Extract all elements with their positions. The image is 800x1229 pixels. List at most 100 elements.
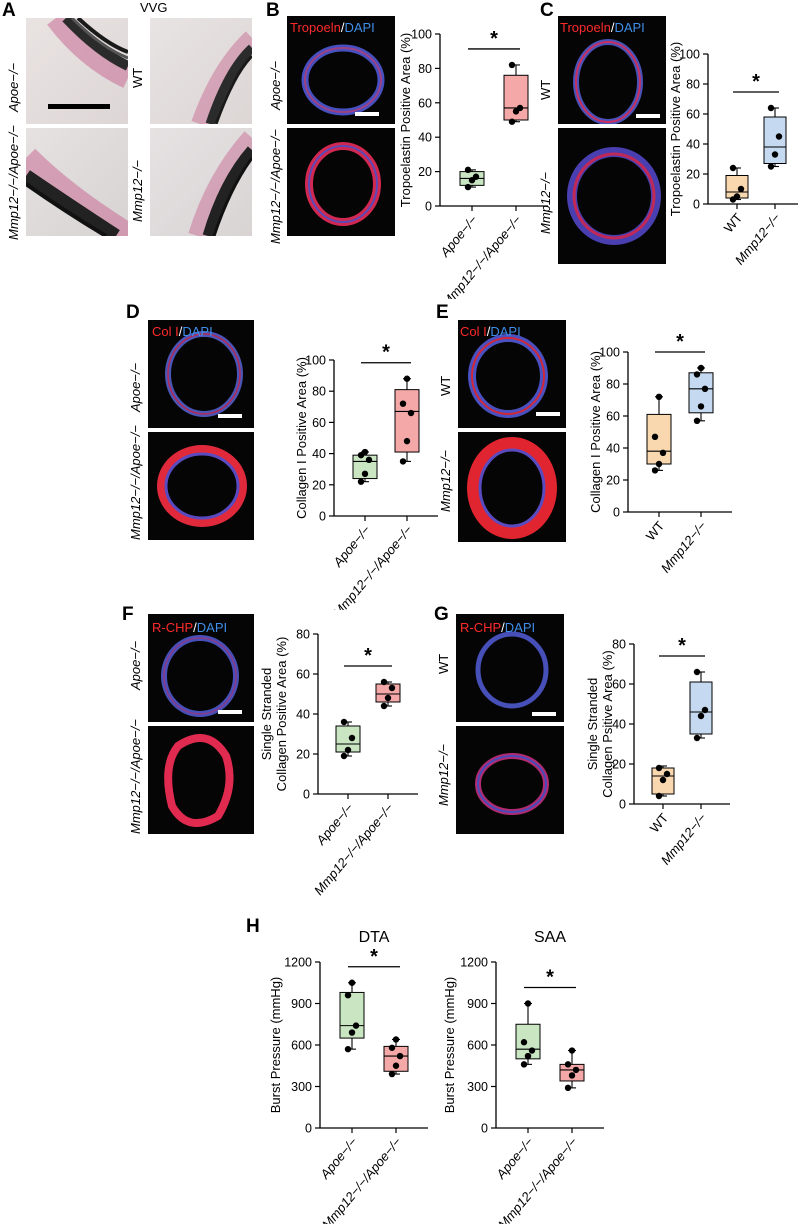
x-category-label: Apoe−/−	[330, 522, 374, 570]
vvg-image-double	[26, 128, 128, 236]
data-point	[516, 104, 524, 112]
data-point	[357, 478, 365, 485]
data-point	[520, 1061, 528, 1068]
micro-label-g-2: Mmp12−/−	[436, 743, 451, 806]
y-tick-label: 100	[679, 48, 700, 62]
stain-label-b: Tropoeln/DAPI	[290, 20, 375, 35]
micro-f-bottom	[148, 726, 254, 834]
micro-c-top	[558, 16, 666, 124]
data-point	[403, 437, 411, 445]
y-tick-label: 1200	[284, 956, 312, 970]
data-point	[348, 1029, 356, 1036]
box	[646, 413, 672, 465]
micro-label-f-1: Apoe−/−	[128, 640, 143, 690]
box	[689, 681, 713, 735]
y-tick-label: 60	[296, 668, 310, 682]
micro-label-d-2: Mmp12−/−/Apoe−/−	[128, 425, 143, 540]
significance-star: *	[752, 71, 760, 93]
panel-letter-h: H	[246, 916, 260, 937]
y-tick-label: 80	[312, 385, 326, 399]
y-axis-label: Collagen I Positive Area (%)	[588, 351, 603, 513]
micro-label-c-1: WT	[538, 79, 553, 100]
scale-bar	[532, 712, 556, 716]
y-tick-label: 40	[296, 708, 310, 722]
data-point	[388, 684, 396, 692]
chart-b: Tropoelastin Positive Area (%)0204060801…	[398, 28, 548, 299]
chart-d: Collagen I Positive Area (%)020406080100…	[294, 342, 438, 610]
data-point	[464, 166, 472, 174]
data-point	[697, 364, 705, 372]
y-tick-label: 0	[613, 506, 620, 520]
y-tick-label: 80	[686, 78, 700, 92]
y-tick-label: 0	[303, 788, 310, 802]
scale-bar	[636, 114, 660, 118]
data-point	[508, 118, 516, 125]
data-point	[771, 151, 779, 158]
data-point	[392, 1036, 400, 1043]
y-axis-label: Collagen Psitive Area (%)	[600, 650, 615, 797]
significance-star: *	[382, 342, 390, 364]
data-point	[388, 1044, 396, 1051]
y-axis-label: Single Stranded	[259, 668, 274, 761]
x-category-label: WT	[647, 810, 672, 835]
data-point	[361, 448, 369, 456]
micro-label-f-2: Mmp12−/−/Apoe−/−	[128, 719, 143, 834]
y-tick-label: 20	[606, 474, 620, 488]
scale-bar	[218, 710, 242, 714]
significance-star: *	[364, 645, 372, 667]
micro-f-top	[148, 614, 254, 722]
data-point	[472, 173, 480, 180]
vvg-title: VVG	[140, 0, 168, 15]
data-point	[399, 400, 407, 407]
micro-e-bottom	[458, 432, 566, 542]
x-category-label: Mmp12−/−/Apoe−/−	[319, 1134, 405, 1224]
y-tick-label: 40	[606, 442, 620, 456]
label-mmp12: Mmp12−/−	[130, 159, 145, 222]
data-point	[693, 371, 701, 378]
data-point	[701, 706, 709, 714]
panel-letter-d: D	[126, 302, 140, 323]
y-tick-label: 60	[418, 96, 432, 110]
data-point	[340, 718, 348, 726]
y-tick-label: 40	[418, 131, 432, 145]
significance-star: *	[546, 967, 554, 989]
stain-label-e: Col I/DAPI	[460, 324, 521, 339]
data-point	[348, 734, 356, 742]
data-point	[524, 1000, 532, 1007]
y-axis-label: Burst Pressure (mmHg)	[268, 977, 283, 1114]
x-category-label: Mmp12−/−/Apoe−/−	[495, 1134, 581, 1224]
micro-label-c-2: Mmp12−/−	[538, 171, 553, 234]
data-point	[564, 1084, 572, 1092]
data-point	[697, 712, 705, 720]
stain-label-f: R-CHP/DAPI	[152, 620, 228, 635]
vvg-image-wt	[150, 18, 252, 124]
data-point	[520, 1039, 528, 1046]
chart-title: DTA	[359, 929, 390, 946]
data-point	[508, 61, 516, 69]
data-point	[407, 409, 415, 417]
panel-letter-b: B	[266, 0, 280, 21]
y-tick-label: 0	[425, 200, 432, 214]
data-point	[399, 458, 407, 465]
scale-bar	[355, 112, 379, 116]
significance-star: *	[676, 331, 684, 353]
data-point	[380, 678, 388, 686]
y-axis-label: Tropoelastin Positive Area (%)	[668, 42, 683, 216]
y-tick-label: 20	[686, 168, 700, 182]
y-tick-label: 20	[612, 758, 626, 772]
data-point	[340, 752, 348, 760]
micro-label-g-1: WT	[436, 653, 451, 674]
label-apoe: Apoe−/−	[6, 62, 21, 112]
stain-label-d: Col I/DAPI	[152, 324, 213, 339]
y-tick-label: 20	[418, 165, 432, 179]
scale-bar	[48, 104, 110, 109]
micro-label-e-2: Mmp12−/−	[438, 449, 453, 512]
data-point	[651, 433, 659, 440]
y-tick-label: 20	[312, 478, 326, 492]
y-tick-label: 100	[305, 354, 326, 368]
y-tick-label: 900	[291, 997, 312, 1011]
data-point	[693, 417, 701, 424]
